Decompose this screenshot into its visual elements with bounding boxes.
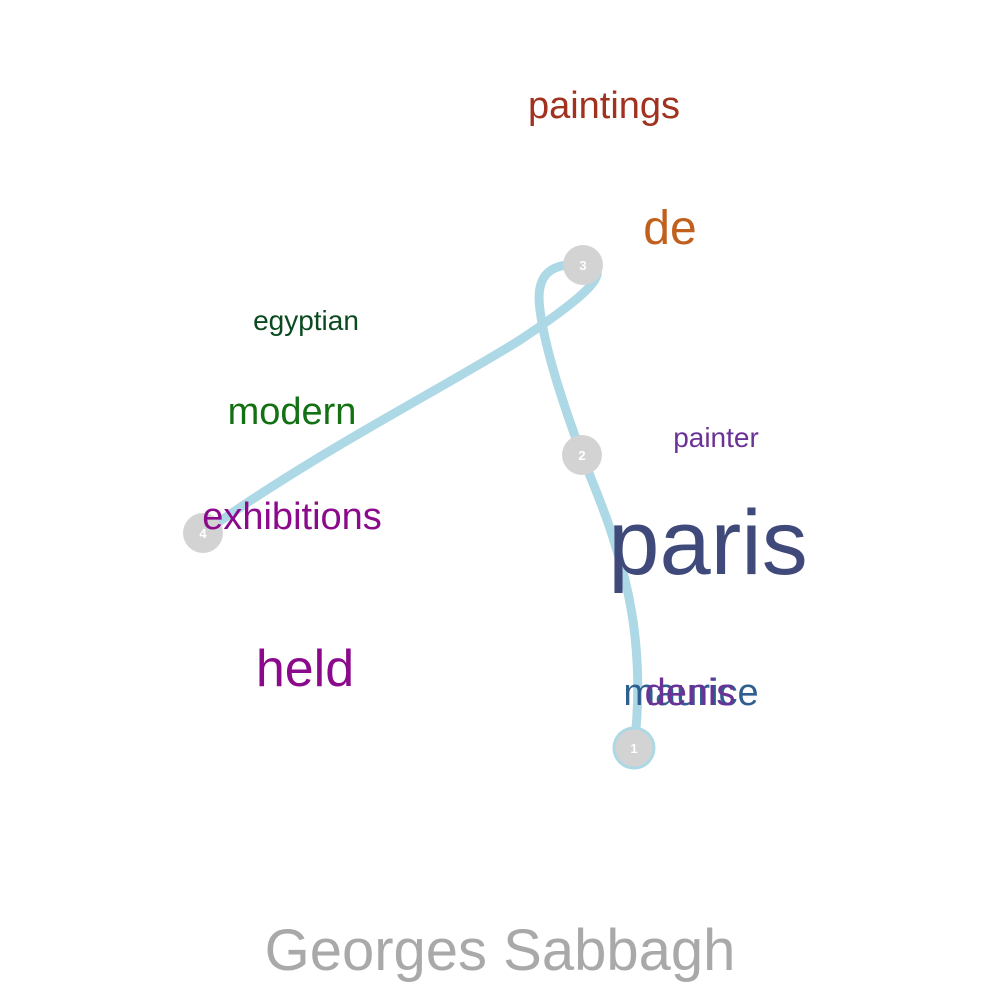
path-node-2-circle: [562, 435, 602, 475]
path-node-1-label: 1: [630, 741, 637, 756]
word-paris: paris: [608, 492, 807, 594]
path-node-3: 3: [563, 245, 603, 285]
path-node-1-circle: [612, 726, 656, 770]
path-node-2: 2: [562, 435, 602, 475]
path-node-3-circle: [563, 245, 603, 285]
word-paintings: paintings: [528, 85, 680, 127]
path-node-1: 1: [612, 726, 656, 770]
path-node-4-circle: [183, 513, 223, 553]
word-maurice: maurice: [623, 672, 758, 714]
diagram-title: Georges Sabbagh: [265, 918, 736, 983]
word-egyptian: egyptian: [253, 305, 359, 336]
word-de: de: [643, 202, 696, 255]
path-node-2-label: 2: [578, 448, 585, 463]
word-modern: modern: [228, 391, 357, 433]
connection-path: [198, 260, 643, 753]
word-exhibitions: exhibitions: [202, 496, 382, 538]
path-node-4: 4: [183, 513, 223, 553]
path-node-4-label: 4: [199, 526, 207, 541]
word-denis: denis: [645, 672, 736, 714]
word-painter: painter: [673, 422, 759, 453]
path-node-3-label: 3: [579, 258, 586, 273]
word-held: held: [256, 640, 354, 698]
